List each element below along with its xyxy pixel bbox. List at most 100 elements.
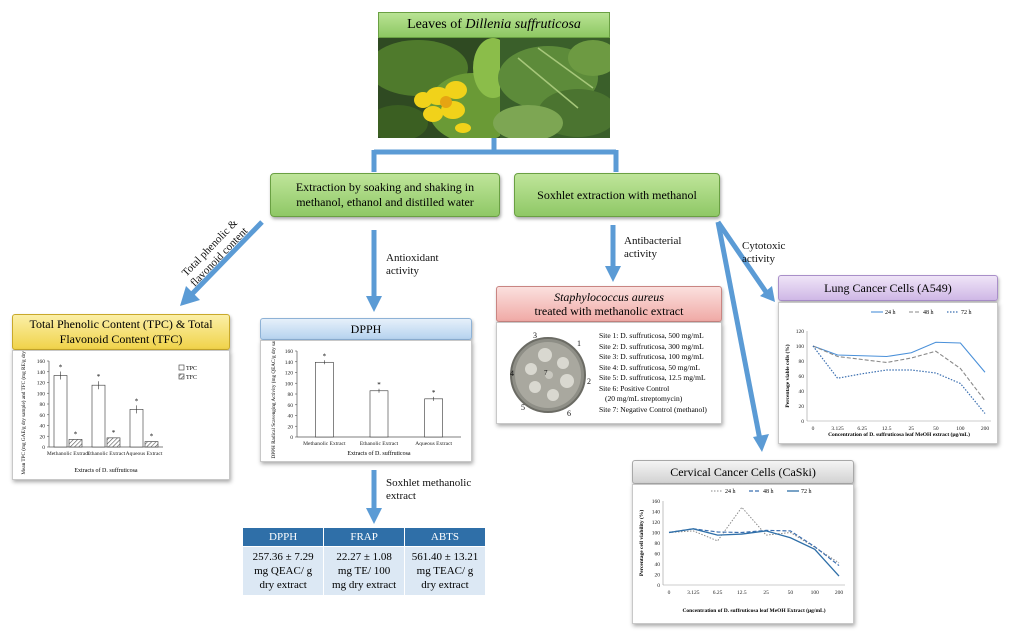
y-tick-label: 100: [285, 381, 294, 387]
y-tick-label: 160: [37, 359, 46, 365]
table-header-row: DPPH FRAP ABTS: [241, 527, 487, 547]
x-axis-title: Concentration of D. suffruticosa leaf Me…: [682, 607, 825, 614]
legend-label: 24 h: [725, 489, 736, 495]
y-axis-title: Percentage viable cells (%): [784, 344, 791, 407]
table-row: 257.36 ± 7.29 mg QEAC/ g dry extract 22.…: [241, 546, 487, 596]
antioxidant-table: DPPH FRAP ABTS 257.36 ± 7.29 mg QEAC/ g …: [241, 527, 487, 596]
series-line-48-h: [668, 528, 840, 567]
dpph-value: 257.36 ± 7.29: [252, 551, 314, 563]
y-axis-title: DPPH Radical Scavenging Activity (mg QEA…: [270, 341, 277, 458]
x-tick-label: 3.125: [687, 590, 700, 596]
bar-dpph: [424, 398, 443, 438]
y-tick-label: 140: [285, 360, 294, 366]
x-tick-label: 25: [909, 426, 915, 432]
y-tick-label: 160: [652, 499, 661, 505]
antioxidant-arrow-label: Antioxidant activity: [386, 252, 439, 277]
y-tick-label: 20: [40, 434, 46, 440]
legend-label-tfc: TFC: [186, 375, 197, 381]
star-label: *: [59, 364, 63, 372]
x-tick-label: Methanolic Extract: [303, 441, 346, 447]
plate-num-1: 1: [577, 339, 581, 348]
bar-tpc: [53, 375, 68, 448]
x-tick-label: 0: [812, 426, 815, 432]
x-tick-label: Ethanolic Extract: [360, 441, 399, 447]
y-tick-label: 140: [37, 370, 46, 376]
x-tick-label: 100: [811, 590, 820, 596]
x-tick-label: 12.5: [882, 426, 892, 432]
plate-num-2: 2: [587, 377, 591, 386]
site-1: Site 1: D. suffruticosa, 500 mg/mL: [599, 331, 704, 340]
site-3: Site 3: D. suffruticosa, 100 mg/mL: [599, 352, 704, 361]
bar-tfc: [68, 439, 83, 448]
legend-swatch-tpc: [178, 364, 185, 371]
y-tick-label: 160: [285, 349, 294, 355]
plate-num-7: 7: [544, 369, 548, 377]
star-label: *: [97, 373, 101, 381]
staph-panel: 3 1 4 2 5 6 7 Site 1: D. suffruticosa, 5…: [496, 322, 722, 424]
header-abts: ABTS: [403, 527, 487, 547]
x-tick-label: 0: [668, 590, 671, 596]
legend-swatch-tfc: [178, 373, 185, 380]
site-2: Site 2: D. suffruticosa, 300 mg/mL: [599, 341, 704, 351]
cervical-panel-title: Cervical Cancer Cells (CaSki): [670, 464, 816, 479]
site-5: Site 5: D. suffruticosa, 12.5 mg/mL: [599, 373, 706, 382]
x-axis-title: Extracts of D. suffruticosa: [347, 450, 411, 457]
series-line-72-h: [812, 345, 986, 414]
y-tick-label: 40: [799, 389, 805, 395]
x-axis-title: Extracts of D. suffruticosa: [74, 467, 138, 474]
y-tick-label: 40: [40, 424, 46, 430]
y-tick-label: 60: [799, 374, 805, 380]
y-tick-label: 0: [657, 583, 660, 589]
legend-label: 48 h: [763, 489, 774, 495]
site-4: Site 4: D. suffruticosa, 50 mg/mL: [599, 362, 700, 372]
bar-dpph: [369, 390, 389, 438]
x-tick-label: 50: [788, 590, 794, 596]
x-tick-label: 50: [933, 426, 939, 432]
header-dpph: DPPH: [241, 527, 325, 547]
staph-title-rest: treated with methanolic extract: [534, 304, 684, 318]
y-tick-label: 80: [799, 359, 805, 365]
dpph-value-cell: 257.36 ± 7.29 mg QEAC/ g dry extract: [241, 546, 325, 596]
title-box: Leaves of Dillenia suffruticosa: [378, 12, 610, 38]
plate-num-4: 4: [510, 369, 514, 378]
title-prefix: Leaves of: [407, 17, 466, 32]
legend-label: 24 h: [885, 310, 896, 316]
star-label: *: [377, 381, 381, 389]
lung-panel-title: Lung Cancer Cells (A549): [824, 280, 952, 295]
y-tick-label: 60: [288, 403, 294, 409]
site-6: Site 6: Positive Control: [599, 383, 670, 393]
dpph-panel-header: DPPH: [260, 318, 472, 340]
agar-plate: [510, 337, 586, 413]
series-line-72-h: [668, 528, 840, 577]
y-tick-label: 80: [288, 392, 294, 398]
bar-dpph: [315, 361, 334, 438]
series-line-24-h: [812, 341, 986, 373]
x-tick-label: 3.125: [831, 426, 844, 432]
abts-unit: mg TEAC/ g: [416, 565, 474, 577]
frap-value: 22.27 ± 1.08: [336, 551, 392, 563]
y-tick-label: 80: [655, 541, 661, 547]
y-axis-title: Mean TPC (mg GAE/g dry sample) and TFC (…: [20, 351, 27, 475]
extraction-soak-label: Extraction by soaking and shaking in met…: [295, 180, 475, 209]
star-label: *: [74, 430, 78, 438]
x-tick-label: 200: [835, 590, 844, 596]
staph-title-italic: Staphylococcus aureus: [554, 290, 664, 304]
soxhlet-label: Soxhlet extraction with methanol: [537, 187, 697, 202]
frap-unit2: mg dry extract: [332, 579, 397, 591]
dpph-unit: mg QEAC/ g: [254, 565, 313, 577]
y-tick-label: 120: [285, 371, 294, 377]
soxhlet-box: Soxhlet extraction with methanol: [514, 173, 720, 217]
site-6-detail: (20 mg/mL streptomycin): [605, 394, 683, 403]
y-tick-label: 40: [655, 562, 661, 568]
y-axis-title: Percentage cell viability (%): [638, 510, 645, 577]
y-tick-label: 60: [655, 552, 661, 558]
star-label: *: [323, 352, 327, 360]
site-legend: Site 1: D. suffruticosa, 500 mg/mL Site …: [599, 331, 719, 415]
x-tick-label: Ethanolic Extract: [87, 451, 126, 457]
dpph-unit2: dry extract: [259, 579, 307, 591]
